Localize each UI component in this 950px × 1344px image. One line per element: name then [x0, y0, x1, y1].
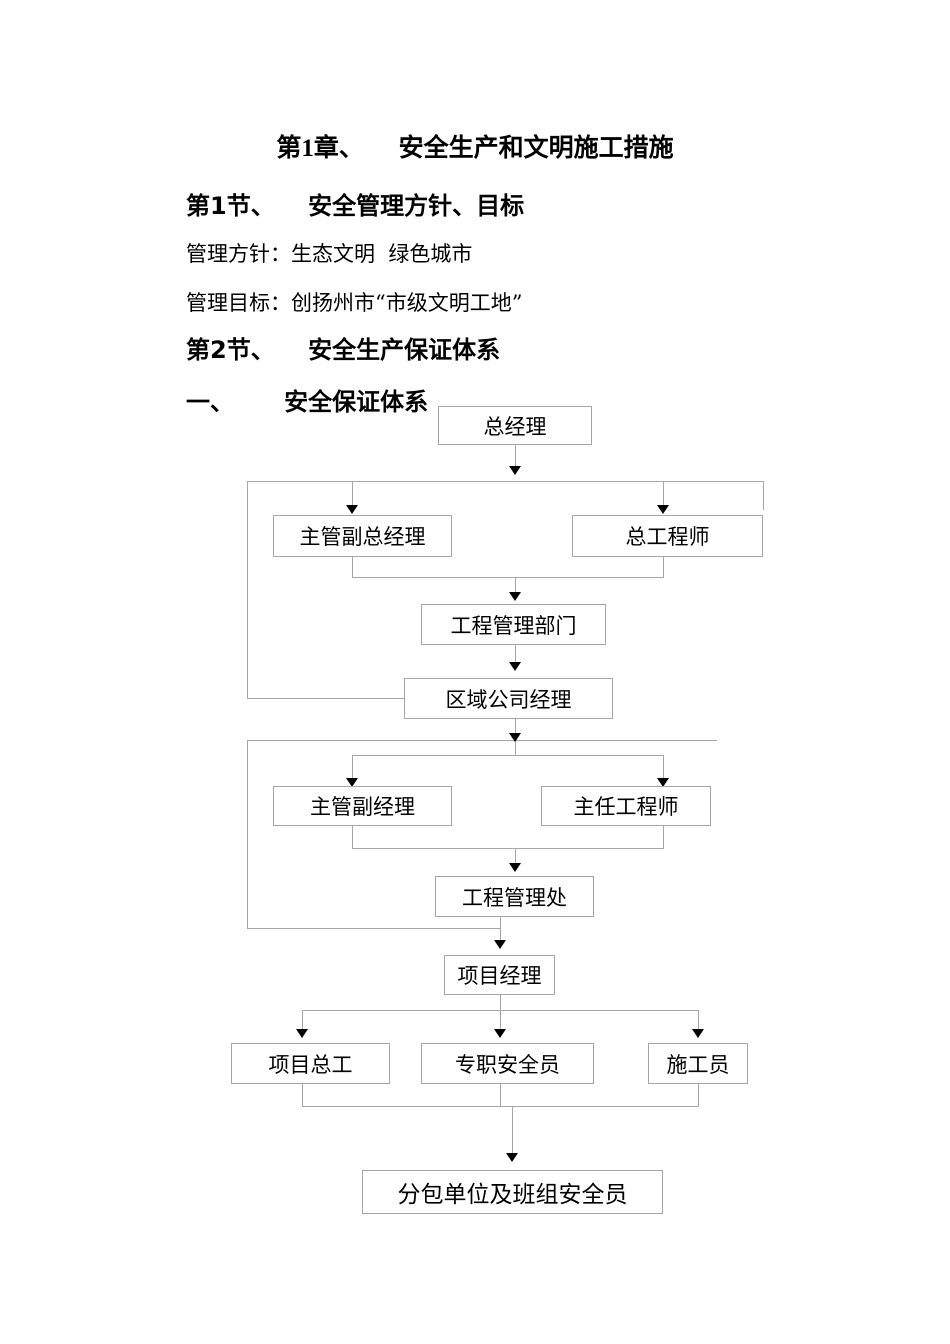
connector-eng-dept-to-regional: [515, 645, 516, 666]
chapter-number: 第1章、: [276, 135, 364, 162]
arrow-regional-to-bus: [509, 733, 521, 742]
connector-bus-to-project-chief-engineer: [302, 1010, 303, 1036]
connector-left-rail-tier1: [247, 481, 248, 698]
connector-merge-to-eng-office: [515, 848, 516, 868]
node-construction-worker: 施工员: [648, 1043, 748, 1084]
connector-merge-tier2: [352, 577, 664, 578]
connector-project-chief-engineer-down: [302, 1084, 303, 1106]
arrow-to-project-manager: [494, 940, 506, 949]
node-director-engineer: 主任工程师: [541, 786, 711, 826]
connector-merge-to-eng-dept: [515, 577, 516, 597]
connector-inner-bus-tier3: [352, 755, 664, 756]
node-regional-company-manager: 区域公司经理: [404, 678, 613, 719]
connector-left-rail-tier3: [247, 740, 248, 928]
section-1-number: 第1节、: [186, 192, 275, 220]
arrow-to-subcontractor: [506, 1153, 518, 1162]
node-project-chief-engineer: 项目总工: [231, 1043, 390, 1084]
node-full-time-safety-officer: 专职安全员: [421, 1043, 594, 1084]
connector-regional-down: [515, 719, 516, 740]
arrow-to-chief-engineer: [657, 505, 669, 514]
connector-bus-tier3: [247, 740, 717, 741]
management-goal-line: 管理目标：创扬州市“市级文明工地”: [186, 291, 523, 315]
arrow-gm-to-bus: [509, 466, 521, 475]
connector-bus-to-chief-engineer: [763, 481, 764, 510]
section-2-number: 第2节、: [186, 336, 275, 364]
connector-left-rail-to-project-manager: [247, 928, 500, 929]
chapter-heading: 第1章、 安全生产和文明施工措施: [0, 128, 950, 164]
section-2-title: 安全生产保证体系: [308, 336, 501, 364]
connector-bus-tier1: [247, 481, 764, 482]
connector-construction-worker-down: [698, 1084, 699, 1106]
node-deputy-manager: 主管副经理: [273, 786, 452, 826]
connector-gm-down: [515, 445, 516, 472]
connector-eng-office-to-project-manager: [500, 917, 501, 943]
node-engineering-management-office: 工程管理处: [435, 876, 594, 917]
connector-merge-tier3: [352, 848, 664, 849]
connector-director-engineer-down: [663, 826, 664, 848]
node-project-manager: 项目经理: [444, 955, 555, 995]
section-1-title: 安全管理方针、目标: [308, 192, 525, 220]
arrow-to-safety-officer: [494, 1029, 506, 1038]
arrow-to-eng-office: [509, 863, 521, 872]
arrow-to-construction-worker: [692, 1029, 704, 1038]
connector-bus-right-stub: [663, 481, 764, 482]
connector-bus-to-deputy-gm: [352, 481, 353, 510]
connector-bus-to-director-engineer: [663, 755, 664, 783]
connector-tier3-center-drop: [515, 740, 516, 755]
connector-bus-to-safety-officer: [500, 1010, 501, 1036]
section-heading-3: 一、 安全保证体系: [186, 382, 428, 417]
section-heading-2: 第2节、 安全生产保证体系: [186, 330, 500, 365]
arrow-to-regional-manager: [509, 662, 521, 671]
node-deputy-general-manager: 主管副总经理: [273, 515, 452, 557]
section-3-number: 一、: [186, 388, 234, 416]
chapter-title-text: 安全生产和文明施工措施: [398, 133, 674, 162]
section-heading-1: 第1节、 安全管理方针、目标: [186, 186, 524, 221]
connector-merge-to-subcontractor: [512, 1106, 513, 1156]
node-subcontractor-team-safety-officer: 分包单位及班组安全员: [362, 1170, 663, 1214]
arrow-to-deputy-manager: [346, 778, 358, 787]
connector-merge-tier4: [302, 1106, 699, 1107]
management-policy-line: 管理方针：生态文明 绿色城市: [186, 242, 473, 266]
arrow-to-eng-dept: [509, 592, 521, 601]
connector-deputy-gm-down: [352, 557, 353, 577]
connector-right-drop-chief-engineer: [663, 481, 664, 510]
connector-bus-to-deputy-manager: [352, 755, 353, 783]
node-engineering-management-department: 工程管理部门: [421, 604, 606, 645]
connector-project-manager-down: [500, 995, 501, 1010]
connector-bus-to-construction-worker: [698, 1010, 699, 1036]
node-chief-engineer: 总工程师: [572, 515, 763, 557]
node-general-manager: 总经理: [438, 406, 592, 445]
connector-safety-officer-down: [500, 1084, 501, 1106]
connector-deputy-manager-down: [352, 826, 353, 848]
arrow-to-project-chief-engineer: [296, 1029, 308, 1038]
arrow-to-director-engineer: [657, 778, 669, 787]
connector-left-rail-to-regional: [247, 698, 405, 699]
section-3-title: 安全保证体系: [284, 388, 429, 416]
arrow-to-deputy-gm: [346, 505, 358, 514]
connector-chief-engineer-down: [663, 557, 664, 577]
